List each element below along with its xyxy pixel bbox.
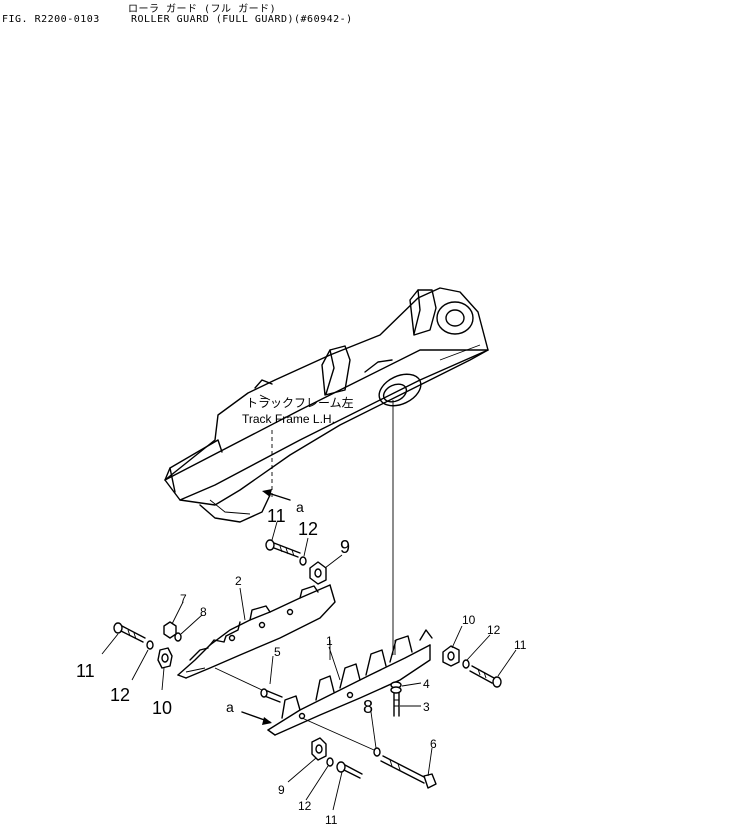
nut-9-upper — [309, 561, 327, 585]
washer-12-lower — [326, 757, 334, 767]
frame-label-en: Track Frame L.H. — [242, 412, 335, 426]
bolt-11-upper — [265, 539, 301, 558]
bolt-part-3 — [390, 686, 402, 717]
washer-12-upper — [299, 556, 307, 566]
bolt-11-left — [113, 622, 146, 643]
bolt-11-lower — [336, 761, 363, 779]
bolt-part-6 — [380, 755, 437, 789]
leader-lines — [101, 521, 517, 811]
callout-6: 6 — [430, 737, 437, 751]
callout-1: 1 — [326, 634, 333, 648]
view-mark-upper: a — [296, 499, 304, 515]
washer-12-right — [462, 659, 470, 669]
callout-5: 5 — [274, 645, 281, 659]
washer-12-left — [146, 640, 154, 650]
callout-11-left: 11 — [76, 661, 95, 681]
callout-11-right: 11 — [514, 638, 527, 652]
callout-4: 4 — [423, 677, 430, 691]
callout-2: 2 — [235, 574, 242, 588]
callout-9-lower: 9 — [278, 783, 285, 797]
callout-12-upper: 12 — [298, 519, 318, 539]
callout-10-left: 10 — [152, 698, 172, 718]
callout-12-lower: 12 — [298, 799, 312, 813]
washer-8-lower — [373, 747, 381, 757]
guard-part-2 — [177, 584, 336, 679]
frame-label-jp: トラックフレーム左 — [246, 395, 354, 410]
callout-8-upper: 8 — [200, 605, 207, 619]
callout-8-lower: 8 — [363, 697, 373, 717]
callout-7: 7 — [180, 592, 187, 606]
washer-8-left — [174, 632, 182, 642]
callout-10-right: 10 — [462, 613, 476, 627]
track-frame — [164, 287, 489, 523]
callout-12-left: 12 — [110, 685, 130, 705]
nut-10-right — [442, 645, 460, 667]
callout-numbers: 11 12 9 2 7 8 5 1 4 3 10 12 11 11 12 10 … — [76, 506, 527, 825]
callout-3: 3 — [423, 700, 430, 714]
bolt-11-right — [469, 665, 502, 688]
guard-part-1 — [267, 629, 433, 736]
title-japanese: ローラ ガード (フル ガード) — [128, 4, 277, 15]
callout-9-upper: 9 — [340, 537, 350, 557]
callout-12-right: 12 — [487, 623, 501, 637]
callout-11-lower: 11 — [325, 813, 338, 825]
figure-number: FIG. R2200-0103 — [2, 14, 100, 25]
nut-9-lower — [311, 737, 327, 761]
nut-7 — [163, 621, 177, 639]
view-mark-lower: a — [226, 699, 234, 715]
callout-11-upper: 11 — [267, 506, 286, 526]
nut-10-left — [157, 647, 173, 669]
pin-part-5 — [214, 667, 283, 703]
figure-title: ROLLER GUARD (FULL GUARD)(#60942-) — [131, 14, 353, 25]
